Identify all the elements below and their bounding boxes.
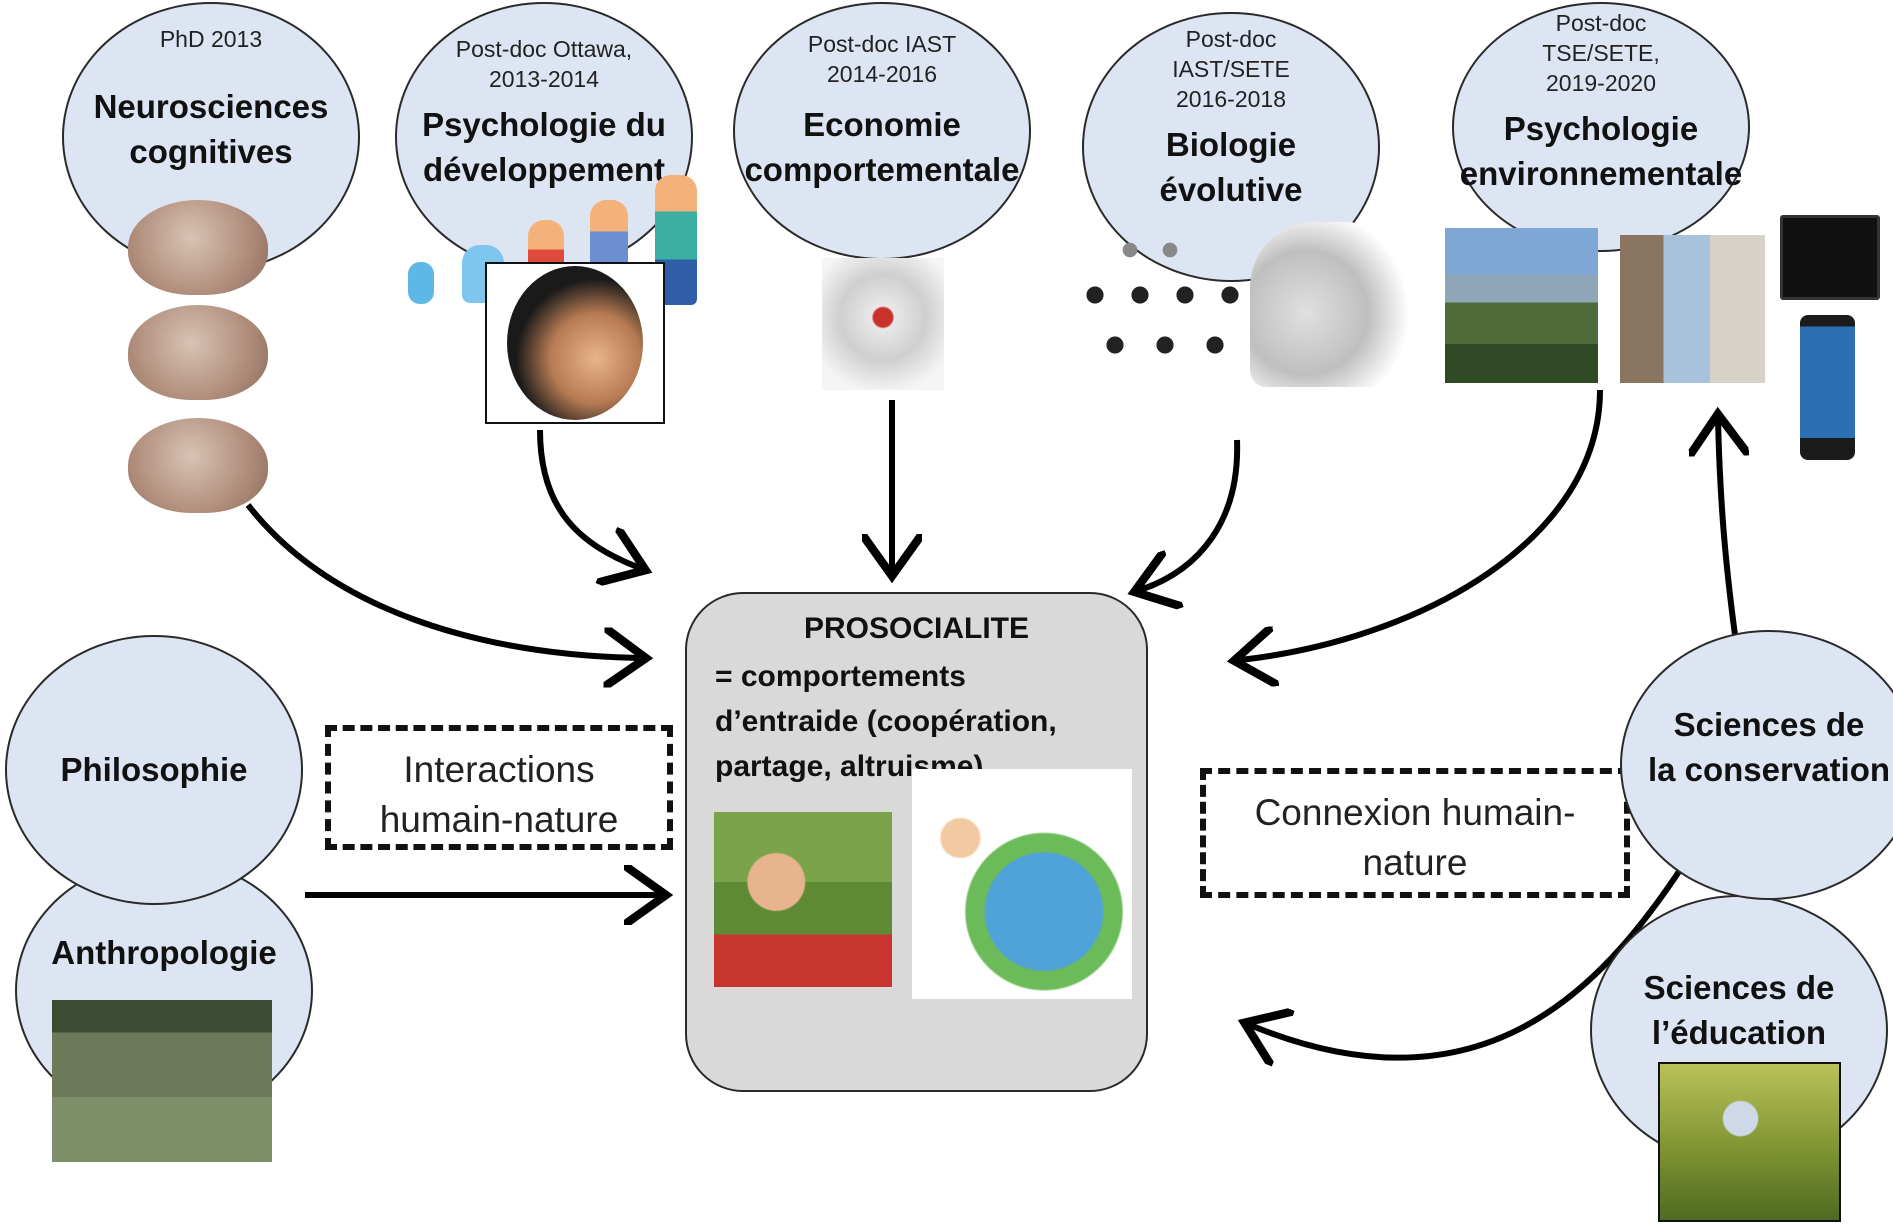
mountain-landscape-photo bbox=[1445, 228, 1598, 383]
arrow-envpsy bbox=[1240, 389, 1603, 660]
node-envpsy-period: Post-doc TSE/SETE, 2019-2020 bbox=[1542, 10, 1660, 96]
child-in-nature-photo bbox=[1658, 1062, 1841, 1222]
arrow-conservation bbox=[1718, 420, 1735, 636]
arrow-neuro bbox=[245, 503, 640, 658]
node-behavioral-economics: Post-doc IAST 2014-2016 Economie comport… bbox=[733, 2, 1031, 260]
arrow-devpsy bbox=[537, 429, 640, 568]
children-comforting-photo bbox=[714, 812, 892, 987]
child-photo bbox=[507, 266, 643, 420]
crowd-image bbox=[822, 258, 944, 390]
node-eco-title: Economie comportementale bbox=[744, 106, 1020, 188]
television-icon bbox=[1780, 215, 1880, 300]
city-street-photo bbox=[1620, 235, 1765, 383]
node-education-title: Sciences de l’éducation bbox=[1643, 969, 1835, 1051]
node-philosophy: Philosophie bbox=[5, 635, 303, 905]
node-devpsy-period: Post-doc Ottawa, 2013-2014 bbox=[455, 36, 633, 92]
brain-image-3 bbox=[128, 418, 268, 513]
node-bio-period: Post-doc IAST/SETE 2016-2018 bbox=[1172, 26, 1290, 112]
arrow-education bbox=[1250, 868, 1683, 1058]
node-conservation-title: Sciences de la conservation bbox=[1647, 706, 1891, 788]
node-neurosciences-title: Neurosciences cognitives bbox=[93, 88, 329, 170]
node-conservation-sciences: Sciences de la conservation bbox=[1620, 630, 1893, 900]
node-envpsy-title: Psychologie environnementale bbox=[1459, 110, 1743, 192]
box-human-nature-interactions: Interactions humain-nature bbox=[325, 725, 673, 850]
family-tree-faces bbox=[1070, 240, 1252, 370]
brain-image-1 bbox=[128, 200, 268, 295]
earth-helpers-illustration bbox=[912, 769, 1132, 999]
node-neurosciences-period: PhD 2013 bbox=[159, 26, 263, 52]
node-eco-period: Post-doc IAST 2014-2016 bbox=[807, 31, 957, 87]
node-environmental-psychology: Post-doc TSE/SETE, 2019-2020 Psychologie… bbox=[1452, 2, 1750, 252]
child-photo-frame bbox=[485, 262, 665, 424]
tribal-people-photo bbox=[52, 1000, 272, 1162]
node-devpsy-title: Psychologie du développement bbox=[422, 106, 666, 188]
arrow-bio bbox=[1140, 439, 1241, 590]
brain-image-2 bbox=[128, 305, 268, 400]
smartphone-icon bbox=[1800, 315, 1855, 460]
box-human-nature-connection: Connexion humain- nature bbox=[1200, 768, 1630, 898]
node-anthro-title: Anthropologie bbox=[51, 934, 277, 971]
center-title: PROSOCIALITE bbox=[803, 612, 1029, 645]
center-prosociality-box: PROSOCIALITE = comportements d’entraide … bbox=[685, 592, 1148, 1092]
node-philo-title: Philosophie bbox=[60, 751, 248, 788]
child-figure-1 bbox=[408, 262, 434, 304]
primate-sketch bbox=[1250, 222, 1410, 387]
node-bio-title: Biologie évolutive bbox=[1159, 126, 1303, 208]
